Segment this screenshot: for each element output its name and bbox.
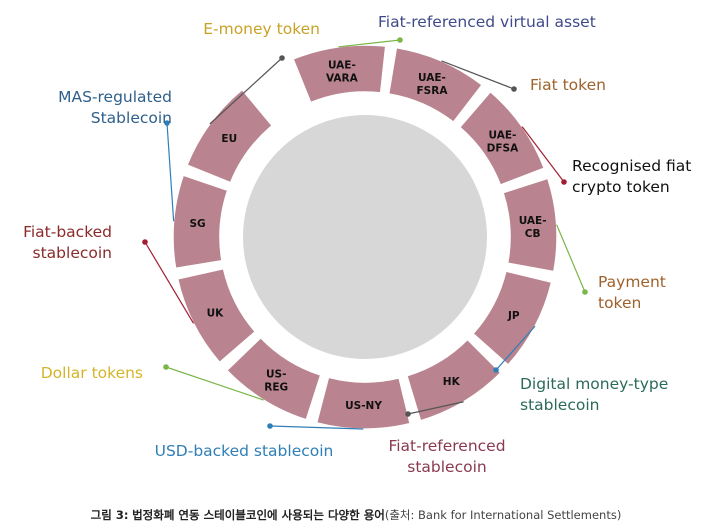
jurisdiction-label: UK [207,307,225,319]
ring-segment [387,46,484,124]
term-label: Fiat token [530,76,606,94]
ring-segment [176,267,257,364]
callout-dot [405,411,411,417]
callout-line [407,401,464,415]
callout-line [495,325,536,371]
ring-segment [186,88,274,184]
term-label: E-money token [203,20,320,38]
term-label: Dollar tokens [41,364,143,382]
jurisdiction-label: UAE-VARA [326,60,359,85]
ring-segment [292,44,387,104]
ring-segment [472,270,553,367]
jurisdiction-label: UAE-DFSA [487,129,519,154]
jurisdiction-label: HK [443,376,461,388]
ring-segment [315,376,412,430]
callout-dot [163,364,169,370]
jurisdiction-label: US-NY [345,400,382,412]
jurisdiction-label: UAE-FSRA [417,72,449,97]
callout-line [521,126,565,183]
figure-number: 그림 3: [90,508,129,522]
ring-segment [225,336,322,421]
callout-dot [142,239,148,245]
figure-caption: 그림 3: 법정화폐 연동 스테이블코인에 사용되는 다양한 용어(출처: Ba… [0,507,712,523]
figure-title: 법정화폐 연동 스테이블코인에 사용되는 다양한 용어 [132,508,385,522]
callout-line [338,39,401,48]
callout-dot [493,367,499,373]
jurisdiction-ring: UAE-VARA UAE-FSRA UAE-DFSA UAE-CB JP HK US-NY U… [172,44,558,430]
term-label: USD-backed stablecoin [155,442,334,460]
ring-segment [405,338,502,422]
callout-dot [561,179,567,185]
callout-dot [164,120,170,126]
figure-source: (출처: Bank for International Settlements) [384,508,622,522]
jurisdiction-label: US-REG [264,369,288,394]
callout-line [556,224,586,293]
term-label: Fiat-referenced virtual asset [378,13,596,31]
callout-line [269,425,364,430]
ring-segment [458,90,546,187]
callout-dot [279,55,285,61]
callout-line [165,366,264,401]
callout-dot [397,37,403,43]
callout-line [144,241,194,324]
callout-line [209,57,283,125]
jurisdiction-label: SG [189,218,205,230]
callout-line [166,122,175,222]
jurisdiction-label: JP [507,310,520,322]
inner-disk [243,115,487,359]
jurisdiction-label: EU [221,133,237,145]
callout-dot [267,423,273,429]
ring-segment [172,174,229,270]
callout-dot [511,86,517,92]
ring-segment [502,177,558,273]
callout-dot [582,289,588,295]
jurisdiction-label: UAE-CB [519,215,547,240]
callout-line [441,60,515,90]
